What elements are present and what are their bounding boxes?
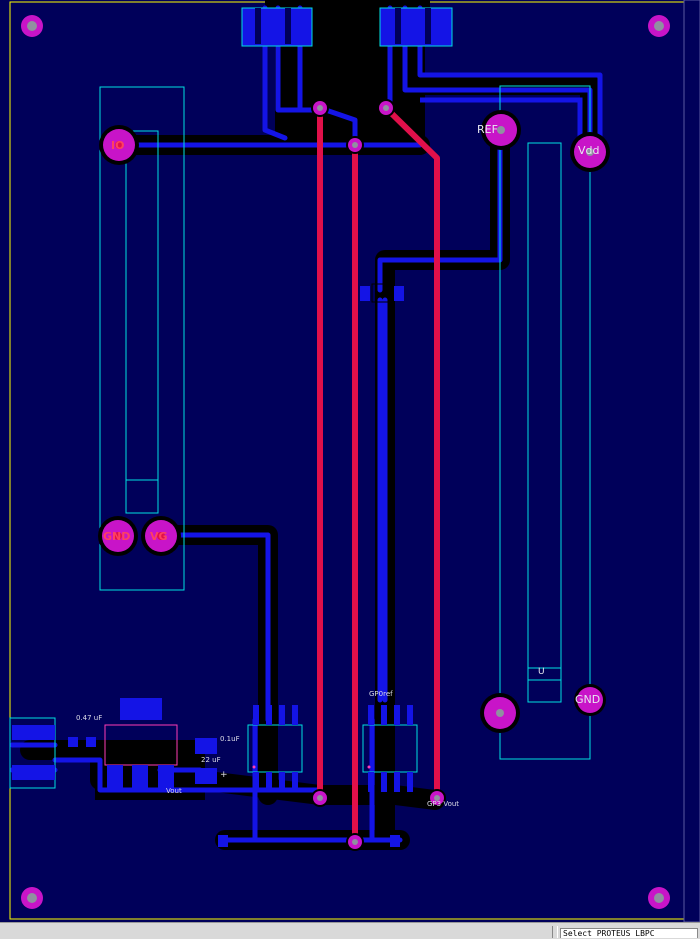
top-connector-right xyxy=(379,7,453,47)
status-separator xyxy=(552,926,558,938)
silkscreen-outlines xyxy=(9,85,591,789)
label-vdd: Vdd xyxy=(578,144,600,157)
vias xyxy=(311,99,446,851)
label-gp3vout: GP3 Vout xyxy=(427,800,460,808)
label-cap-01: 0.1uF xyxy=(220,735,240,743)
smd-pads xyxy=(12,286,404,847)
cap-body-mark xyxy=(371,283,393,303)
ic-pins xyxy=(253,705,413,792)
status-bar xyxy=(0,922,700,939)
top-traces xyxy=(317,105,440,842)
label-plus: + xyxy=(220,770,228,780)
label-vout: Vout xyxy=(166,787,182,795)
label-u: U xyxy=(538,667,545,677)
label-gp0ref: GP0ref xyxy=(369,690,393,698)
top-connector-left xyxy=(241,7,313,47)
vdd-trace xyxy=(420,97,583,150)
label-vg: VG xyxy=(150,530,168,543)
label-gnd2: GND xyxy=(103,530,131,543)
tht-pads xyxy=(98,110,610,733)
ic1-pin1-mark xyxy=(252,765,256,769)
label-gnd: GND xyxy=(575,693,601,706)
status-text-field: Select PROTEUS LBPC xyxy=(560,928,698,938)
board-edge-right xyxy=(683,0,700,923)
label-ref: REF xyxy=(477,123,498,136)
label-cap-047: 0.47 uF xyxy=(76,714,103,722)
label-io: IO xyxy=(111,139,125,152)
label-cap-22: 22 uF xyxy=(201,756,221,764)
connector-slots xyxy=(255,8,431,44)
mounting-holes xyxy=(21,15,670,909)
ic2-pin1-mark xyxy=(367,765,371,769)
